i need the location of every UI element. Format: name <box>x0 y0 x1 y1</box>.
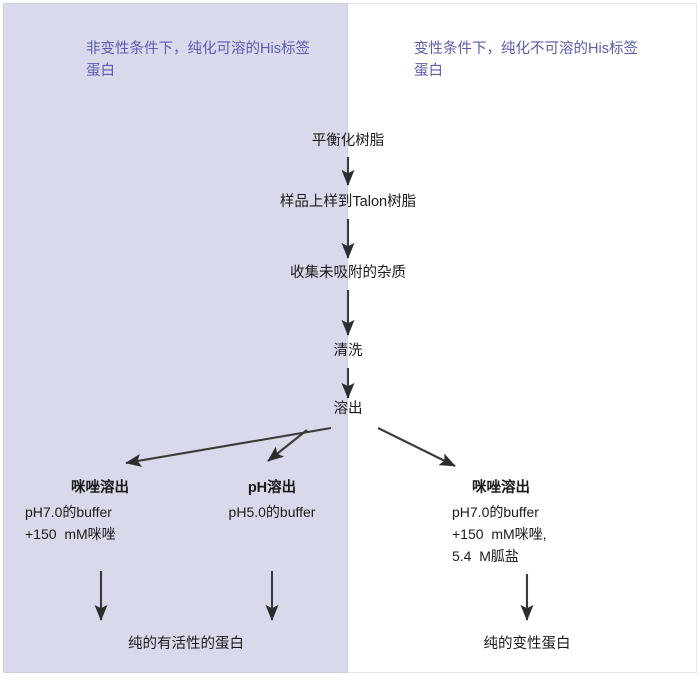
step-load-sample: 样品上样到Talon树脂 <box>279 194 417 210</box>
panel-denaturing-title: 变性条件下，纯化不可溶的His标签蛋白 <box>414 41 638 79</box>
step-collect-flowthrough: 收集未吸附的杂质 <box>290 265 406 281</box>
branch-ph-elution-title: pH溶出 <box>247 480 297 496</box>
step-equilibrate-resin: 平衡化树脂 <box>311 133 385 149</box>
branch-imidazole-denaturing-line-3: 5.4 M胍盐 <box>452 548 519 564</box>
branch-imidazole-denaturing-line-1: pH7.0的buffer <box>452 504 539 520</box>
step-elute: 溶出 <box>333 401 363 417</box>
branch-imidazole-denaturing: 咪唑溶出 pH7.0的buffer +150 mM咪唑, 5.4 M胍盐 <box>452 477 612 567</box>
branch-ph-elution: pH溶出 pH5.0的buffer <box>204 477 340 523</box>
step-wash: 清洗 <box>333 343 363 359</box>
branch-imidazole-native-line-2: +150 mM咪唑 <box>25 526 116 542</box>
panel-native-conditions <box>3 3 348 673</box>
branch-imidazole-native-line-1: pH7.0的buffer <box>25 504 112 520</box>
output-native-protein: 纯的有活性的蛋白 <box>128 636 244 652</box>
branch-imidazole-native: 咪唑溶出 pH7.0的buffer +150 mM咪唑 <box>25 477 175 545</box>
panel-native-title: 非变性条件下，纯化可溶的His标签蛋白 <box>86 41 310 79</box>
branch-imidazole-denaturing-line-2: +150 mM咪唑, <box>452 526 547 542</box>
branch-imidazole-denaturing-title: 咪唑溶出 <box>472 480 530 496</box>
panel-denaturing-conditions <box>348 3 697 673</box>
branch-imidazole-native-title: 咪唑溶出 <box>71 480 129 496</box>
branch-ph-elution-line-1: pH5.0的buffer <box>228 504 316 520</box>
output-denatured-protein: 纯的变性蛋白 <box>483 636 571 652</box>
